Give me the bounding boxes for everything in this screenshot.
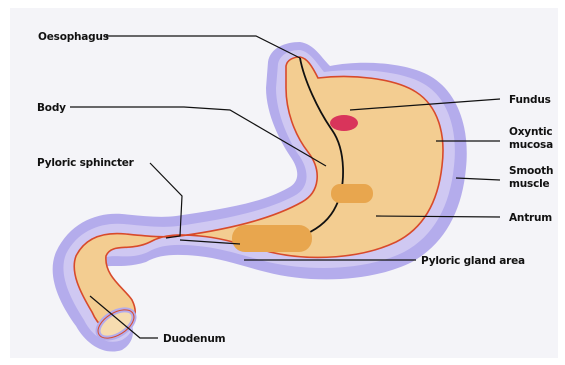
label-pyloric-sphincter: Pyloric sphincter [37, 157, 135, 169]
label-body: Body [37, 102, 66, 114]
label-oxyntic-line1: Oxyntic [509, 126, 552, 138]
label-pyloric-gland-area: Pyloric gland area [421, 255, 525, 267]
label-smooth-line1: Smooth [509, 165, 553, 177]
smooth-muscle-patch [331, 184, 373, 203]
label-fundus: Fundus [509, 94, 551, 106]
pyloric-gland-patch [232, 225, 312, 252]
label-oxyntic-line2: mucosa [509, 139, 553, 151]
label-antrum: Antrum [509, 212, 552, 224]
label-duodenum: Duodenum [163, 333, 226, 345]
label-smooth-line2: muscle [509, 178, 549, 190]
oxyntic-mucosa-patch [330, 115, 358, 131]
label-oesophagus: Oesophagus [38, 31, 109, 43]
